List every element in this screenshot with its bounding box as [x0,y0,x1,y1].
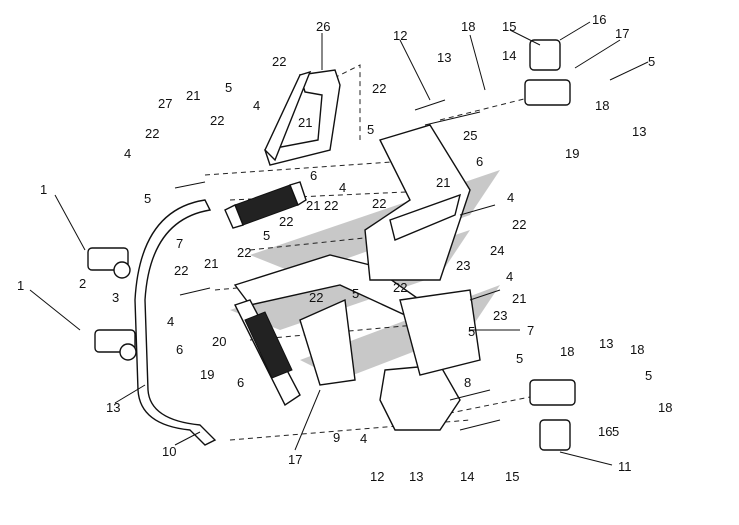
callout-5: 5 [263,228,270,243]
callout-18: 18 [461,19,475,34]
callout-5: 5 [225,80,232,95]
leader-lines [29,21,649,466]
upper-steering-knuckle [364,124,471,281]
callout-4: 4 [339,180,346,195]
callout-1: 1 [40,182,47,197]
callout-22: 22 [145,126,159,141]
callout-22: 22 [324,198,338,213]
callout-16: 16 [592,12,606,27]
callout-14: 15 [505,469,519,484]
callout-5: 6 [237,375,244,390]
callout-5: 5 [352,286,359,301]
callout-10: 17 [288,452,302,467]
callout-7: 19 [200,367,214,382]
callout-21: 21 [298,115,312,130]
callout-7: 7 [176,236,183,251]
callout-22: 21 [512,291,526,306]
callout-18: 5 [516,351,523,366]
callout-13: 14 [460,469,474,484]
callout-11: 12 [370,469,384,484]
callout-22: 22 [372,81,386,96]
callout-23: 5 [468,324,475,339]
callout-25: 25 [463,128,477,143]
callout-22: 22 [279,214,293,229]
callout-6: 6 [310,168,317,183]
callout-1: 1 [17,278,24,293]
upper-hub-assembly [524,39,571,106]
callout-22: 22 [272,54,286,69]
upper-shock-absorber [224,181,307,229]
lower-shock-absorber [234,299,301,407]
callout-13: 13 [632,124,646,139]
callout-21: 21 [306,198,320,213]
callout-22: 22 [393,280,407,295]
callout-26: 26 [316,19,330,34]
callout-23: 23 [456,258,470,273]
callout-8: 13 [106,400,120,415]
callout-5: 5 [645,368,652,383]
callout-19: 19 [565,146,579,161]
callout-15: 15 [502,19,516,34]
callout-3: 3 [112,290,119,305]
callout-14: 14 [502,48,516,63]
callout-21: 21 [436,175,450,190]
callout-17: 17 [615,26,629,41]
callout-20: 7 [527,323,534,338]
callout-5: 5 [648,54,655,69]
callout-4: 4 [506,269,513,284]
callout-labels: 26 12 18 15 16 17 5 13 14 22 22 5 4 27 2… [17,12,672,484]
stabilizer-brackets [87,247,137,361]
callout-5: 5 [367,122,374,137]
callout-5: 4 [360,431,367,446]
callout-6: 20 [212,334,226,349]
callout-4: 4 [124,146,131,161]
callout-22: 22 [174,263,188,278]
callout-22: 22 [309,290,323,305]
callout-5: 5 [144,191,151,206]
callout-22: 22 [512,217,526,232]
callout-21: 21 [186,88,200,103]
callout-24: 24 [490,243,504,258]
callout-4: 4 [253,98,260,113]
bolts [174,99,501,431]
callout-21: 21 [204,256,218,271]
callout-27: 27 [158,96,172,111]
callout-6: 8 [464,375,471,390]
callout-9: 10 [162,444,176,459]
upper-control-arm [264,69,341,166]
callout-18: 5 [612,424,619,439]
callout-18: 13 [599,336,613,351]
callout-4: 4 [507,190,514,205]
callout-2: 2 [79,276,86,291]
callout-4: 4 [167,314,174,329]
callout-22: 22 [237,245,251,260]
lower-steering-knuckle [379,289,481,431]
callout-17: 16 [598,424,612,439]
stabilizer-bar [134,199,217,446]
callout-22: 22 [210,113,224,128]
callout-13: 18 [658,400,672,415]
callout-13: 13 [437,50,451,65]
callout-6: 6 [476,154,483,169]
callout-22: 22 [372,196,386,211]
callout-4: 9 [333,430,340,445]
callout-12: 13 [409,469,423,484]
callout-13: 18 [630,342,644,357]
lower-hub-assembly [529,379,576,451]
callout-5: 6 [176,342,183,357]
callout-19: 18 [560,344,574,359]
callout-18: 18 [595,98,609,113]
callout-16: 11 [618,459,632,474]
callout-12: 12 [393,28,407,43]
callout-21: 23 [493,308,507,323]
